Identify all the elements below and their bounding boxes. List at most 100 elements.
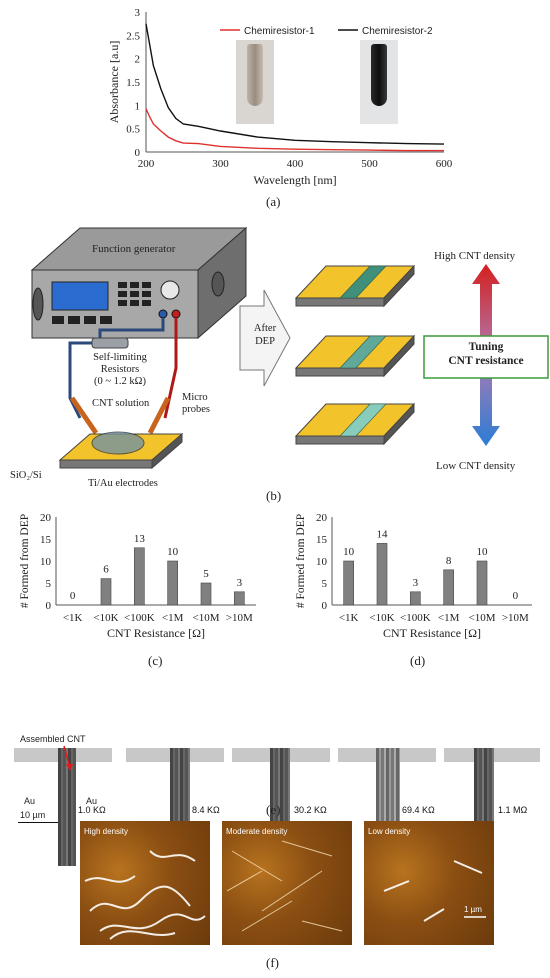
d-bar-value: 14 <box>377 528 389 540</box>
dep-label: DEP <box>255 336 275 347</box>
c-x-tick: <10K <box>93 612 118 624</box>
d-x-tick: <10M <box>469 612 496 624</box>
series-line-1 <box>145 108 444 152</box>
resistance-1: 1.0 KΩ <box>78 805 106 815</box>
c-bar-value: 0 <box>70 590 76 602</box>
d-bar-value: 10 <box>343 546 355 558</box>
cnt-resistance-label: CNT resistance <box>448 355 524 367</box>
micro-probes-label: Micro <box>182 392 208 403</box>
assembled-arrow <box>63 745 73 771</box>
x-tick-label: 500 <box>361 158 378 170</box>
dep-setup-diagram <box>30 226 549 470</box>
substrate-label: SiO₂/Si <box>10 470 42 481</box>
c-bar-value: 13 <box>134 533 146 545</box>
c-y-tick: 15 <box>40 534 52 546</box>
au-right-label: Au <box>86 796 98 806</box>
d-y-tick: 10 <box>316 556 328 568</box>
c-y-tick: 20 <box>40 512 52 524</box>
resistor-range: (0 ~ 1.2 kΩ) <box>94 376 146 387</box>
d-bar-value: 3 <box>413 577 419 589</box>
c-y-axis-title: # Formed from DEP <box>19 514 31 608</box>
afm-high-density: High density <box>80 821 210 945</box>
x-tick-label: 400 <box>287 158 304 170</box>
c-bar <box>100 578 112 606</box>
c-bar <box>134 547 145 606</box>
x-axis-title: Wavelength [nm] <box>253 173 336 187</box>
panel-a-label: (a) <box>266 194 281 209</box>
d-bar-value: 10 <box>477 546 489 558</box>
d-bar-value: 0 <box>513 590 519 602</box>
cnt-channel-2 <box>339 335 387 369</box>
c-x-axis-title: CNT Resistance [Ω] <box>107 626 205 640</box>
resistor-label-2: Resistors <box>100 364 140 375</box>
function-generator-label: Function generator <box>92 243 176 255</box>
panel-d-label: (d) <box>410 653 426 668</box>
c-x-tick: <10M <box>193 612 220 624</box>
resistance-2: 8.4 KΩ <box>192 805 220 815</box>
x-tick-label: 600 <box>436 158 453 170</box>
resistance-3: 30.2 KΩ <box>294 805 327 815</box>
panel-c-label: (c) <box>148 653 163 668</box>
d-x-tick: <10K <box>369 612 394 624</box>
d-x-axis-title: CNT Resistance [Ω] <box>383 626 481 640</box>
scale-bar-label: 10 µm <box>20 810 46 820</box>
y-tick-label: 2 <box>135 54 141 66</box>
c-x-tick: <1K <box>63 612 83 624</box>
d-x-tick: <100K <box>400 612 431 624</box>
d-y-tick: 20 <box>316 512 328 524</box>
d-y-axis-title: # Formed from DEP <box>295 514 307 608</box>
vial-1-image <box>236 40 274 124</box>
bar-charts: 051015200<1K6<10K13<100K10<1M5<10M3>10MC… <box>19 512 532 640</box>
cnt-network-moderate <box>226 840 343 932</box>
d-bar <box>410 591 421 606</box>
cnt-network-high <box>84 850 206 940</box>
d-y-tick: 5 <box>322 578 328 590</box>
d-bar-value: 8 <box>446 555 452 567</box>
d-bar <box>476 560 488 606</box>
resistance-5: 1.1 MΩ <box>498 805 528 815</box>
chip-edge-3 <box>383 402 415 446</box>
scale-bar <box>18 822 58 823</box>
c-bar <box>167 560 178 606</box>
y-tick-label: 2.5 <box>126 30 140 42</box>
legend-label-2: Chemiresistor-2 <box>362 26 433 37</box>
y-tick-label: 0.5 <box>126 124 140 136</box>
vial-2-image <box>360 40 398 124</box>
c-bar-value: 10 <box>167 546 179 558</box>
chip-side-1 <box>295 297 385 307</box>
afm-low-density: Low density 1 µm <box>364 821 494 945</box>
d-x-tick: >10M <box>502 612 529 624</box>
c-y-tick: 5 <box>46 578 52 590</box>
c-x-tick: <100K <box>124 612 155 624</box>
low-density-afm-label: Low density <box>368 827 411 836</box>
resistance-4: 69.4 KΩ <box>402 805 435 815</box>
c-bar <box>234 591 245 606</box>
micro-probes-label-2: probes <box>182 404 210 415</box>
cnt-channel-3 <box>339 403 387 437</box>
c-x-tick: <1M <box>162 612 184 624</box>
legend-label-1: Chemiresistor-1 <box>244 26 315 37</box>
y-axis-title: Absorbance [a.u] <box>107 41 121 124</box>
moderate-density-afm-label: Moderate density <box>226 827 288 836</box>
d-bar <box>376 543 388 606</box>
x-tick-label: 300 <box>212 158 229 170</box>
assembled-cnt-label: Assembled CNT <box>20 734 86 744</box>
x-tick-label: 200 <box>138 158 155 170</box>
cnt-solution-label: CNT solution <box>92 398 150 409</box>
high-density-label: High CNT density <box>434 250 516 262</box>
resistor-label: Self-limiting <box>93 352 147 363</box>
c-y-tick: 10 <box>40 556 52 568</box>
y-tick-label: 3 <box>135 7 141 19</box>
d-bar <box>443 569 454 606</box>
chip-edge-1 <box>383 264 415 308</box>
d-y-tick: 15 <box>316 534 328 546</box>
c-bar-value: 5 <box>203 568 209 580</box>
after-label: After <box>253 323 277 334</box>
d-y-tick: 0 <box>322 600 328 612</box>
cnt-channel-1 <box>339 265 387 299</box>
cnt-network-low <box>383 860 486 922</box>
d-bar <box>343 560 354 606</box>
panel-f-label: (f) <box>266 955 279 970</box>
series-line-2 <box>145 23 445 145</box>
